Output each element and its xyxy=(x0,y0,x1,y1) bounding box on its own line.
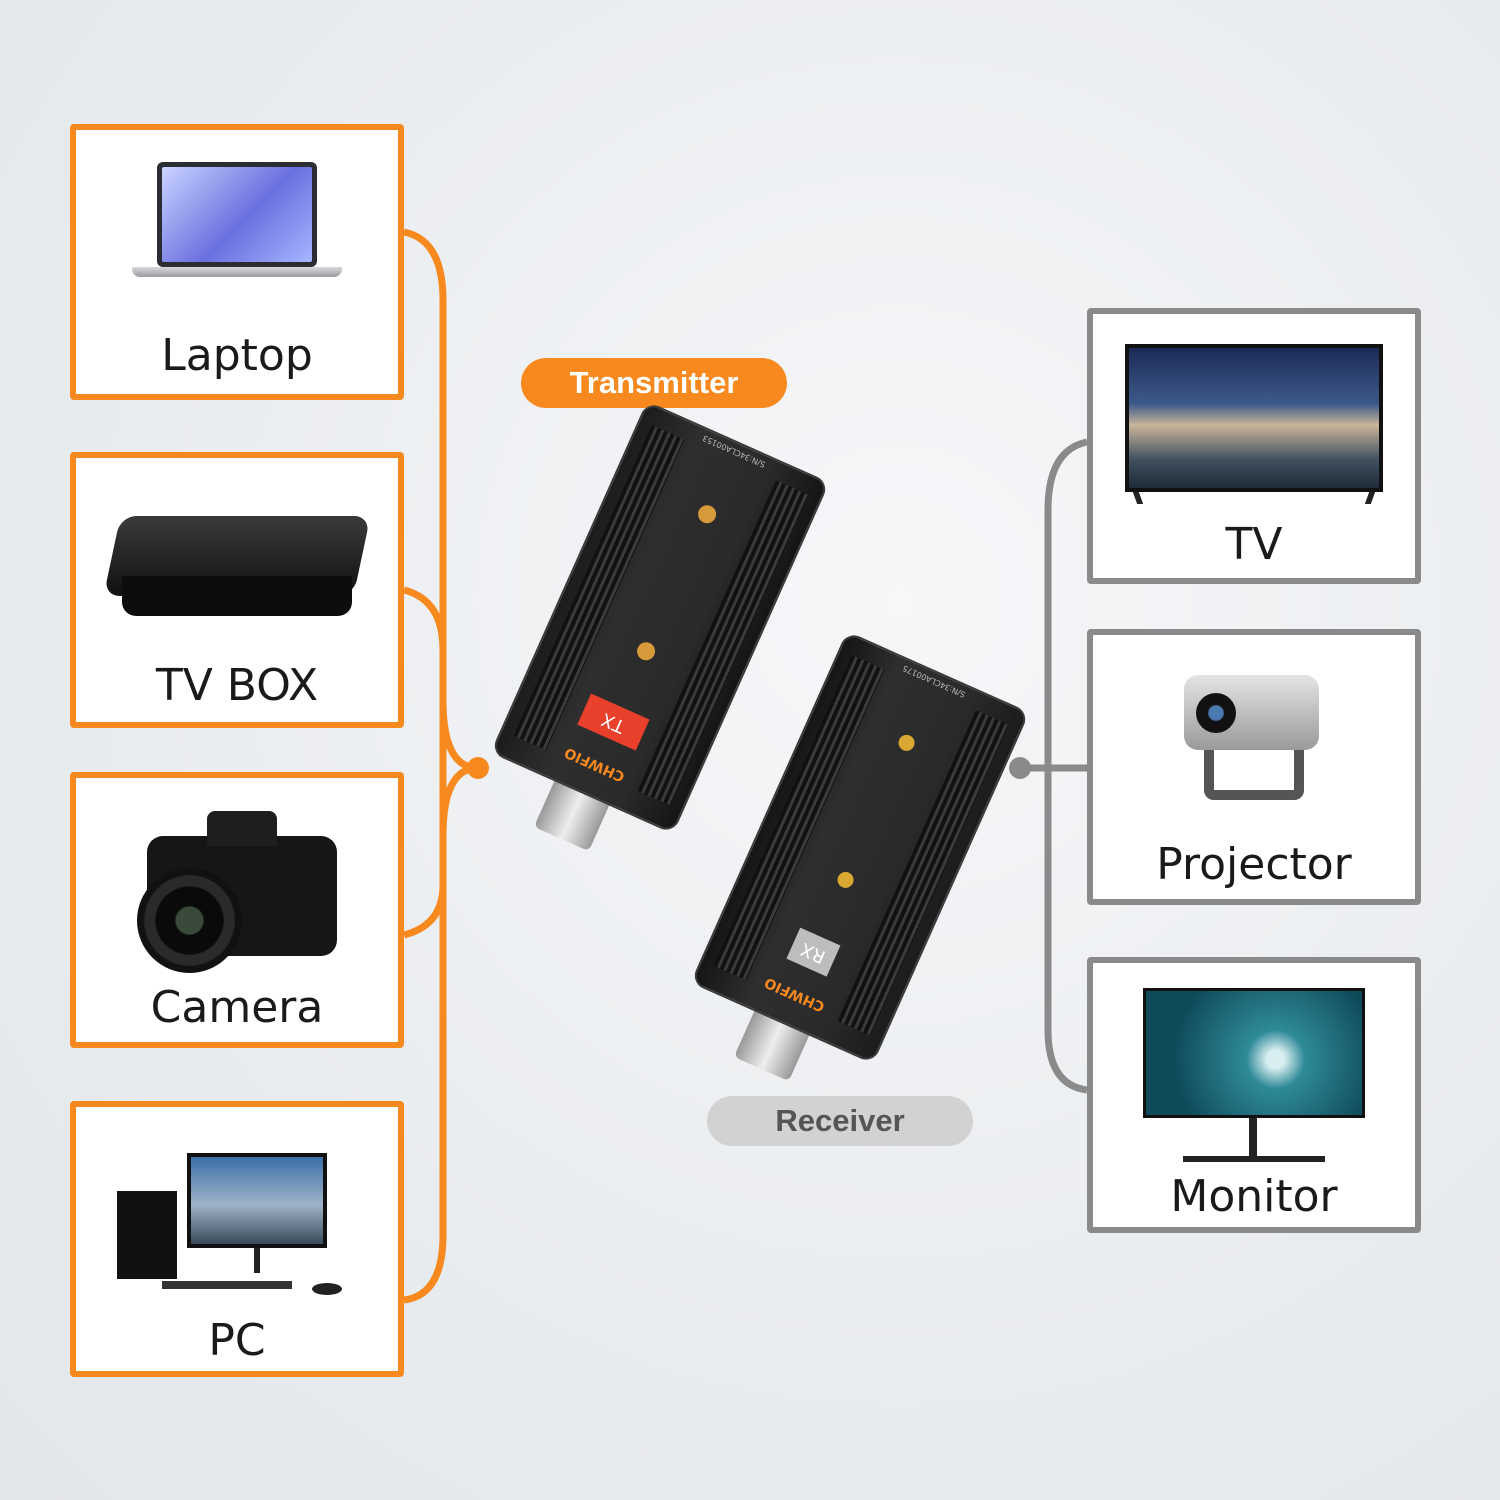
camera-icon xyxy=(137,806,337,976)
projector-icon xyxy=(1184,675,1324,805)
display-label: Projector xyxy=(1156,839,1352,890)
source-card-pc: PC xyxy=(70,1101,404,1377)
source-card-laptop: Laptop xyxy=(70,124,404,400)
receiver-label: Receiver xyxy=(707,1096,973,1146)
display-junction-dot xyxy=(1009,757,1031,779)
monitor-icon xyxy=(1143,988,1365,1166)
source-label: TV BOX xyxy=(155,660,319,711)
source-label: Camera xyxy=(150,982,324,1033)
source-card-camera: Camera xyxy=(70,772,404,1048)
display-card-monitor: Monitor xyxy=(1087,957,1421,1233)
tv-icon xyxy=(1125,344,1383,504)
display-card-tv: TV xyxy=(1087,308,1421,584)
source-label: Laptop xyxy=(161,330,313,381)
laptop-icon xyxy=(132,162,342,307)
transmitter-label: Transmitter xyxy=(521,358,787,408)
source-junction-dot xyxy=(467,757,489,779)
source-label: PC xyxy=(208,1315,266,1366)
display-label: Monitor xyxy=(1170,1171,1338,1222)
source-card-tv-box: TV BOX xyxy=(70,452,404,728)
display-card-projector: Projector xyxy=(1087,629,1421,905)
tv-box-icon xyxy=(103,516,371,636)
pc-icon xyxy=(117,1153,357,1303)
display-label: TV xyxy=(1225,519,1283,570)
